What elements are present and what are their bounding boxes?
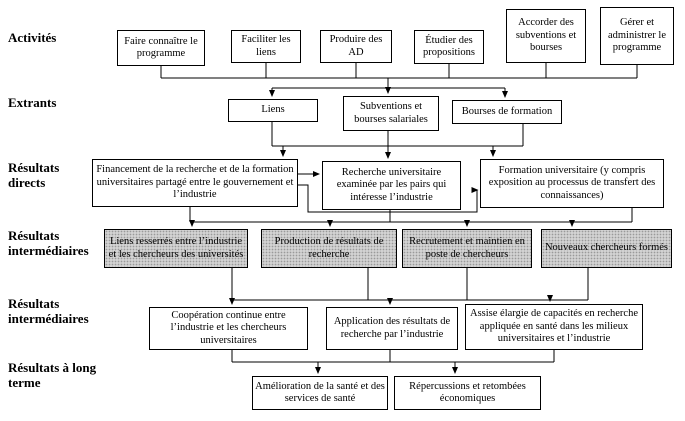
long-term-result-box: Amélioration de la santé et des services… [252,376,388,410]
row-label-direct-results: Résultats directs [8,160,60,191]
activity-box: Accorder des subventions et bourses [506,9,586,63]
direct-result-box: Formation universitaire (y compris expos… [480,159,664,208]
intermediate-result-box-highlighted: Liens resserrés entre l’industrie et les… [104,229,248,268]
output-box: Subventions et bourses salariales [343,96,439,131]
intermediate-result-box-highlighted: Recrutement et maintien en poste de cher… [402,229,532,268]
output-box: Liens [228,99,318,122]
intermediate-result-box-highlighted: Production de résultats de recherche [261,229,397,268]
activity-box: Faire connaître le programme [117,30,205,66]
row-label-activities: Activités [8,30,57,45]
intermediate-result-box: Application des résultats de recherche p… [326,307,458,350]
row-label-intermediate-results-b: Résultats intermédiaires [8,296,89,327]
intermediate-result-box: Assise élargie de capacités en recherche… [465,304,643,350]
row-label-long-term-results: Résultats à long terme [8,360,97,391]
long-term-result-box: Répercussions et retombées économiques [394,376,541,410]
output-box: Bourses de formation [452,100,562,124]
activity-box: Gérer et administrer le programme [600,7,674,65]
activity-box: Faciliter les liens [231,30,301,63]
row-label-outputs: Extrants [8,95,57,110]
intermediate-result-box-highlighted: Nouveaux chercheurs formés [541,229,672,268]
activity-box: Produire des AD [320,30,392,63]
intermediate-result-box: Coopération continue entre l’industrie e… [149,307,308,350]
row-label-intermediate-results-a: Résultats intermédiaires [8,228,89,259]
direct-result-box: Financement de la recherche et de la for… [92,159,298,207]
direct-result-box: Recherche universitaire examinée par les… [322,161,461,210]
activity-box: Étudier des propositions [414,30,484,64]
